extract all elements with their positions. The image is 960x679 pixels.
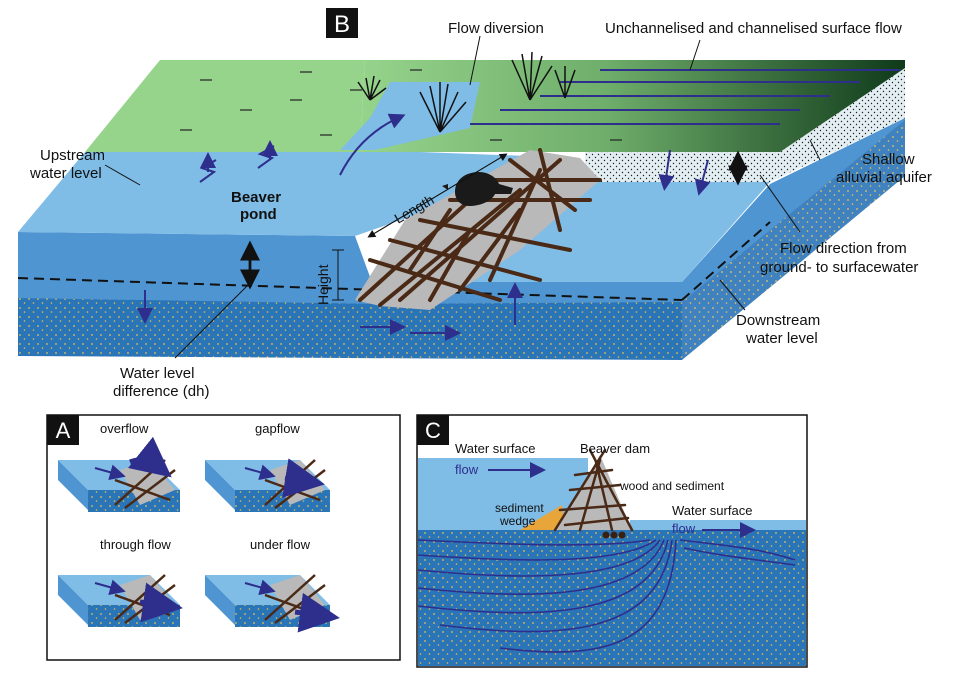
mini-block-through	[58, 574, 183, 627]
length-height-dims	[332, 153, 508, 301]
downstream-water-c	[630, 520, 806, 530]
downstream-side	[682, 118, 905, 302]
badge-c	[417, 415, 449, 445]
dam-c-wood	[553, 448, 634, 532]
label-pond-1: Beaver	[231, 189, 281, 206]
pond-front	[18, 232, 380, 304]
pond-top	[18, 152, 580, 236]
label-shallow-2: alluvial aquifer	[836, 169, 932, 186]
label-dh-2: difference (dh)	[113, 383, 209, 400]
flow-arrows	[137, 113, 711, 341]
label-pond-2: pond	[240, 206, 277, 223]
badge-b	[326, 8, 358, 38]
groundwater-flowlines	[417, 539, 796, 653]
label-upstream-1: Upstream	[40, 147, 105, 164]
label-downstream-2: water level	[745, 330, 818, 347]
mini-block-overflow	[58, 436, 180, 512]
dam-c-core	[555, 455, 632, 530]
label-sediment-2: wedge	[499, 514, 536, 528]
panel-c: C Water surface flow Beaver dam wood and…	[416, 414, 808, 668]
label-flow-left: flow	[455, 462, 479, 477]
aquifer-c	[418, 530, 806, 666]
badge-a	[47, 415, 79, 445]
panel-b: B Flow diversion Unchannelised and chann…	[17, 8, 932, 400]
grass-tufts	[180, 69, 622, 141]
surface-flow-lines	[470, 69, 900, 125]
label-flowdir-1: Flow direction from	[780, 240, 907, 257]
shrub-icon	[357, 51, 576, 133]
label-water-surface-right: Water surface	[672, 503, 752, 518]
leader-lines	[104, 35, 821, 359]
label-under-flow: under flow	[250, 537, 311, 552]
label-water-surface-left: Water surface	[455, 441, 535, 456]
beaver-dam	[355, 148, 602, 310]
label-flow-right: flow	[672, 521, 696, 536]
badge-c-text: C	[425, 418, 441, 443]
dam-c-logs	[602, 531, 626, 539]
label-beaver-dam: Beaver dam	[580, 441, 650, 456]
label-shallow-1: Shallow	[862, 151, 915, 168]
label-height: Height	[315, 264, 331, 305]
downstream-level-line	[17, 277, 683, 301]
label-wood-sediment: wood and sediment	[619, 479, 725, 493]
dimension-arrows	[240, 150, 748, 290]
aquifer-front	[18, 296, 682, 360]
label-dh-1: Water level	[120, 365, 194, 382]
label-downstream-1: Downstream	[736, 312, 820, 329]
panel-a: A	[46, 414, 401, 661]
beaver-icon	[442, 172, 513, 206]
badge-a-text: A	[56, 418, 71, 443]
aquifer-side	[682, 118, 905, 360]
label-upstream-2: water level	[29, 165, 102, 182]
mini-block-gapflow	[205, 458, 330, 512]
label-flow-diversion: Flow diversion	[448, 20, 544, 37]
downstream-level-line-side	[681, 221, 771, 301]
label-sediment-1: sediment	[495, 501, 544, 515]
mini-block-under	[205, 574, 340, 633]
label-overflow: overflow	[100, 421, 149, 436]
label-gapflow: gapflow	[255, 421, 300, 436]
grass-surface-left	[85, 60, 365, 152]
shallow-aquifer	[585, 68, 905, 182]
label-flowdir-2: ground- to surfacewater	[760, 259, 918, 276]
label-through-flow: through flow	[100, 537, 171, 552]
badge-b-text: B	[334, 11, 350, 38]
label-surface-flow: Unchannelised and channelised surface fl…	[605, 20, 902, 37]
sediment-wedge	[520, 505, 565, 530]
